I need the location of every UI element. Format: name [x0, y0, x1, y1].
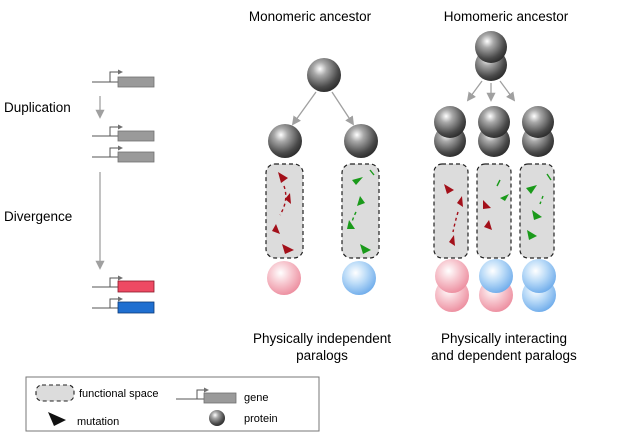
- split-arrow-right: [331, 91, 354, 126]
- mutation-arrow: [457, 196, 463, 207]
- duplication-label: Duplication: [4, 100, 71, 115]
- heterodimer-3: [522, 259, 556, 312]
- functional-space-b: [341, 163, 380, 259]
- legend-mutation-icon: [48, 412, 66, 426]
- mutations-d: [483, 179, 509, 230]
- mutation-arrow: [449, 235, 455, 246]
- mutation-arrow: [500, 194, 509, 201]
- divergence-label: Divergence: [4, 209, 72, 224]
- mutation-arrow: [352, 177, 363, 185]
- ancestral-gene: [92, 69, 155, 88]
- mutation-arrow: [282, 244, 294, 254]
- mutations-b: [347, 169, 375, 254]
- diverged-gene-blue: [92, 296, 155, 314]
- paralog-b-protein: [344, 124, 378, 158]
- diverged-gene-red: [92, 275, 155, 293]
- mutation-arrow: [444, 184, 454, 194]
- homomeric-title: Homomeric ancestor: [444, 9, 569, 24]
- split-arrow-right: [499, 80, 516, 102]
- diverged-protein-blue: [342, 261, 376, 295]
- functional-space-a: [265, 163, 304, 259]
- mutation-arrow: [483, 200, 491, 209]
- legend-box: [25, 376, 320, 432]
- legend-protein-label: protein: [244, 413, 278, 425]
- mutation-arrow: [526, 185, 537, 194]
- dependent-caption-line2: and dependent paralogs: [431, 348, 577, 363]
- independent-caption-line1: Physically independent: [253, 331, 391, 346]
- heterodimer-1: [435, 259, 469, 312]
- mutation-arrow: [360, 244, 371, 254]
- monomeric-title: Monomeric ancestor: [249, 9, 372, 24]
- mutation-arrow: [278, 172, 288, 183]
- heterodimer-2: [479, 259, 513, 312]
- legend-gene-label: gene: [244, 392, 268, 404]
- monomeric-ancestor-protein: [307, 58, 341, 92]
- legend-protein-icon: [209, 410, 225, 426]
- duplicated-gene-1: [92, 124, 155, 142]
- legend: functional space gene mutation protein: [25, 376, 320, 432]
- functional-space-d: [476, 163, 512, 259]
- mutations-e: [526, 173, 552, 240]
- mutations-c: [444, 184, 463, 246]
- dependent-caption-line1: Physically interacting: [441, 331, 567, 346]
- mutation-arrow: [347, 220, 355, 229]
- gene-panel: Duplication Divergence: [4, 69, 155, 314]
- homomeric-ancestor-protein: [475, 31, 507, 81]
- functional-space-c: [433, 163, 469, 259]
- mutation-arrow: [532, 210, 542, 220]
- split-arrow-left: [291, 91, 317, 126]
- duplicated-gene-2: [92, 145, 155, 163]
- split-arrow-left: [466, 80, 483, 102]
- mutation-arrow: [285, 193, 291, 204]
- independent-caption-line2: paralogs: [296, 348, 348, 363]
- mutation-arrow: [357, 196, 365, 206]
- homomer-copy-1: [434, 106, 466, 157]
- homomer-copy-3: [522, 106, 554, 157]
- mutation-arrow: [484, 220, 492, 230]
- homomer-copy-2: [478, 106, 510, 157]
- mutation-arrow: [272, 224, 280, 234]
- legend-mutation-label: mutation: [77, 416, 119, 428]
- paralog-a-protein: [268, 124, 302, 158]
- diverged-protein-red: [267, 261, 301, 295]
- legend-functional-space-label: functional space: [79, 388, 159, 400]
- mutation-arrow: [527, 230, 537, 240]
- legend-gene-swatch: [176, 387, 237, 404]
- mutations-a: [272, 172, 294, 254]
- legend-functional-space-swatch: [35, 384, 75, 402]
